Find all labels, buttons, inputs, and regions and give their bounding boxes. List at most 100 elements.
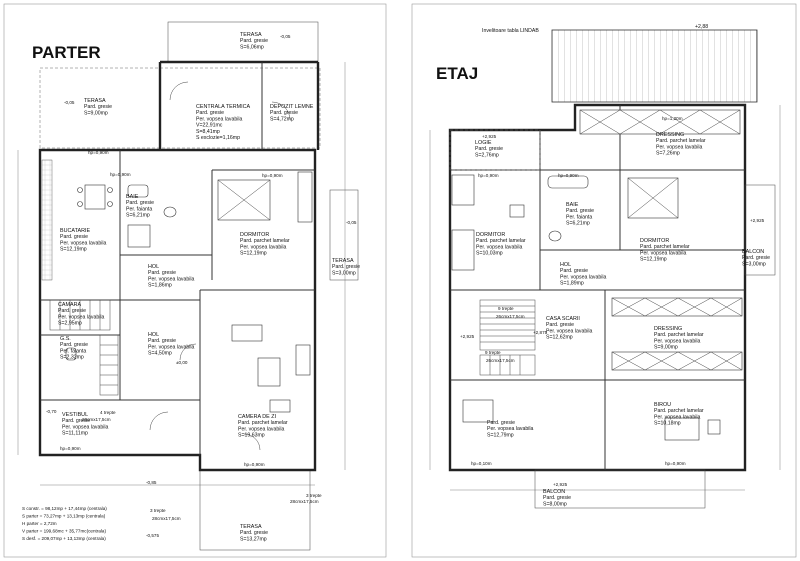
- etaj-room-11-line: Pard. parchet lamelar: [654, 408, 704, 414]
- parter-room-11-line: Pard. gresie: [148, 338, 176, 344]
- left-sheet-frame: [3, 3, 387, 558]
- etaj-height-note: hp=1,20m: [662, 116, 683, 121]
- parter-stair-note: 3 trepte: [306, 493, 322, 498]
- parter-room-13-line: Pard. gresie: [62, 418, 90, 424]
- parter-summary-line: S desf. = 209,07mp + 13,13mp (centrala): [22, 536, 106, 541]
- etaj-level-marks: +2,925+2,925+2,925+2,875+2,925hp=1,20mhp…: [460, 116, 765, 487]
- parter-room-4-line: S=4,72mp: [270, 116, 294, 122]
- etaj-room-7-line: Pard. gresie: [560, 268, 588, 274]
- parter-summary-line: S parter = 73,27mp + 13,13mp (centrala): [22, 514, 106, 519]
- etaj-room-10-line: Per. vopsea lavabila: [487, 426, 534, 432]
- parter-level-mark: -0,05: [64, 100, 75, 105]
- etaj-room-4-line: DORMITOR: [476, 232, 505, 238]
- etaj-height-note: hp=0,90m: [665, 461, 686, 466]
- parter-room-5-line: Per. faianta: [126, 206, 152, 212]
- parter-room-5-line: S=6,21mp: [126, 213, 150, 219]
- etaj-level-mark: +2,925: [482, 134, 497, 139]
- parter-room-2-line: Pard. gresie: [84, 104, 112, 110]
- etaj-room-7-line: S=1,89mp: [560, 281, 584, 287]
- etaj-height-note: hp=0,10m: [471, 461, 492, 466]
- parter-room-7-line: BUCATARIE: [60, 228, 90, 234]
- parter-room-3-line: S=8,41mp: [196, 129, 220, 135]
- etaj-level-mark: +2,875: [533, 330, 548, 335]
- parter-level-mark: -0,05: [346, 220, 357, 225]
- etaj-room-2-line: Pard. parchet lamelar: [656, 138, 706, 144]
- etaj-room-8-line: CASA SCARII: [546, 316, 580, 322]
- parter-plan: [17, 21, 359, 551]
- parter-room-14-line: S=19,63mp: [238, 433, 265, 439]
- parter-height-note: hp=0,90m: [60, 446, 81, 451]
- parter-room-6-line: DORMITOR: [240, 232, 269, 238]
- etaj-stair-note: 9 trepte: [485, 350, 501, 355]
- parter-room-2-line: TERASA: [84, 98, 106, 104]
- parter-room-8-line: Pard. gresie: [148, 270, 176, 276]
- parter-height-note: hp=0,90m: [262, 173, 283, 178]
- etaj-stair-note: 26cmx17,5cm: [486, 358, 515, 363]
- etaj-room-3-line: Pard. gresie: [566, 208, 594, 214]
- parter-room-6-line: Per. vopsea lavabila: [240, 244, 287, 250]
- etaj-room-8-line: Pard. gresie: [546, 322, 574, 328]
- parter-room-3-line: V=22,91mc: [196, 123, 223, 129]
- parter-room-3-line: Per. vopsea lavabila: [196, 116, 243, 122]
- roof-note: Invelitoare tabla LINDAB: [482, 28, 539, 34]
- etaj-room-6-line: S=3,00mp: [742, 261, 766, 267]
- etaj-room-5-line: S=12,19mp: [640, 257, 667, 263]
- etaj-room-11-line: S=10,18mp: [654, 421, 681, 427]
- parter-level-mark: -0,05: [280, 34, 291, 39]
- parter-room-10-line: Pard. gresie: [58, 308, 86, 314]
- parter-room-11-line: Per. vopsea lavabila: [148, 344, 195, 350]
- parter-room-7-line: Pard. gresie: [60, 234, 88, 240]
- etaj-room-5-line: Pard. parchet lamelar: [640, 244, 690, 250]
- parter-stair-note: 4 trepte: [100, 410, 116, 415]
- parter-title: PARTER: [32, 43, 101, 62]
- parter-room-12-line: Per. faianta: [60, 348, 86, 354]
- etaj-room-2-line: DRESSING: [656, 132, 684, 138]
- parter-summary: S constr. = 98,12mp + 17,44mp (centrala)…: [22, 506, 107, 541]
- parter-room-1-line: S=6,06mp: [240, 44, 264, 50]
- parter-room-7-line: Per. vopsea lavabila: [60, 240, 107, 246]
- etaj-room-11-line: BIROU: [654, 402, 671, 408]
- parter-room-8-line: HOL: [148, 264, 159, 270]
- etaj-room-9-line: DRESSING: [654, 326, 682, 332]
- etaj-room-1-line: Pard. gresie: [475, 146, 503, 152]
- etaj-level-mark: +2,925: [553, 482, 568, 487]
- parter-room-3-line: S exclozie=1,16mp: [196, 135, 240, 141]
- etaj-plan: [429, 29, 781, 509]
- parter-room-8-line: S=1,86mp: [148, 283, 172, 289]
- parter-room-13-line: Per. vopsea lavabila: [62, 424, 109, 430]
- parter-room-11-line: S=4,50mp: [148, 351, 172, 357]
- etaj-room-12-line: Pard. gresie: [543, 495, 571, 501]
- parter-room-9-line: Pard. gresie: [332, 264, 360, 270]
- parter-level-mark: -0,70: [46, 409, 57, 414]
- etaj-room-2-line: S=7,26mp: [656, 151, 680, 157]
- parter-room-14-line: Pard. parchet lamelar: [238, 420, 288, 426]
- parter-room-15-line: S=13,27mp: [240, 536, 267, 542]
- etaj-title: ETAJ: [436, 64, 478, 83]
- parter-room-9-line: TERASA: [332, 258, 354, 264]
- parter-room-8-line: Per. vopsea lavabila: [148, 276, 195, 282]
- parter-stair-note: 26cmx17,5cm: [82, 417, 111, 422]
- parter-room-7-line: S=12,19mp: [60, 247, 87, 253]
- etaj-level-mark: +2,925: [460, 334, 475, 339]
- right-sheet-frame: [411, 3, 797, 558]
- parter-room-12-line: G.S.: [60, 336, 71, 342]
- etaj-room-12-line: BALCON: [543, 489, 565, 495]
- parter-level-mark: ±0,00: [176, 360, 188, 365]
- sheet-titles: PARTER ETAJ: [32, 43, 478, 83]
- etaj-height-note: hp=0,90m: [558, 173, 579, 178]
- parter-room-4-line: DEPOZIT LEMNE: [270, 104, 314, 110]
- parter-stair-note: 28cmx17,5cm: [152, 516, 181, 521]
- etaj-room-9-line: S=9,00mp: [654, 345, 678, 351]
- parter-stair-note: 28cmx17,5cm: [290, 499, 319, 504]
- parter-room-10-line: S=2,95mp: [58, 321, 82, 327]
- etaj-room-8-line: Per. vopsea lavabila: [546, 328, 593, 334]
- parter-room-2-line: S=9,00mp: [84, 110, 108, 116]
- etaj-roof-note: Invelitoare tabla LINDAB +2,88: [482, 24, 708, 34]
- etaj-room-5-line: DORMITOR: [640, 238, 669, 244]
- etaj-room-3-line: BAIE: [566, 202, 579, 208]
- parter-room-12-line: S=2,32mp: [60, 355, 84, 361]
- etaj-room-9-line: Per. vopsea lavabila: [654, 338, 701, 344]
- parter-room-5-line: BAIE: [126, 194, 139, 200]
